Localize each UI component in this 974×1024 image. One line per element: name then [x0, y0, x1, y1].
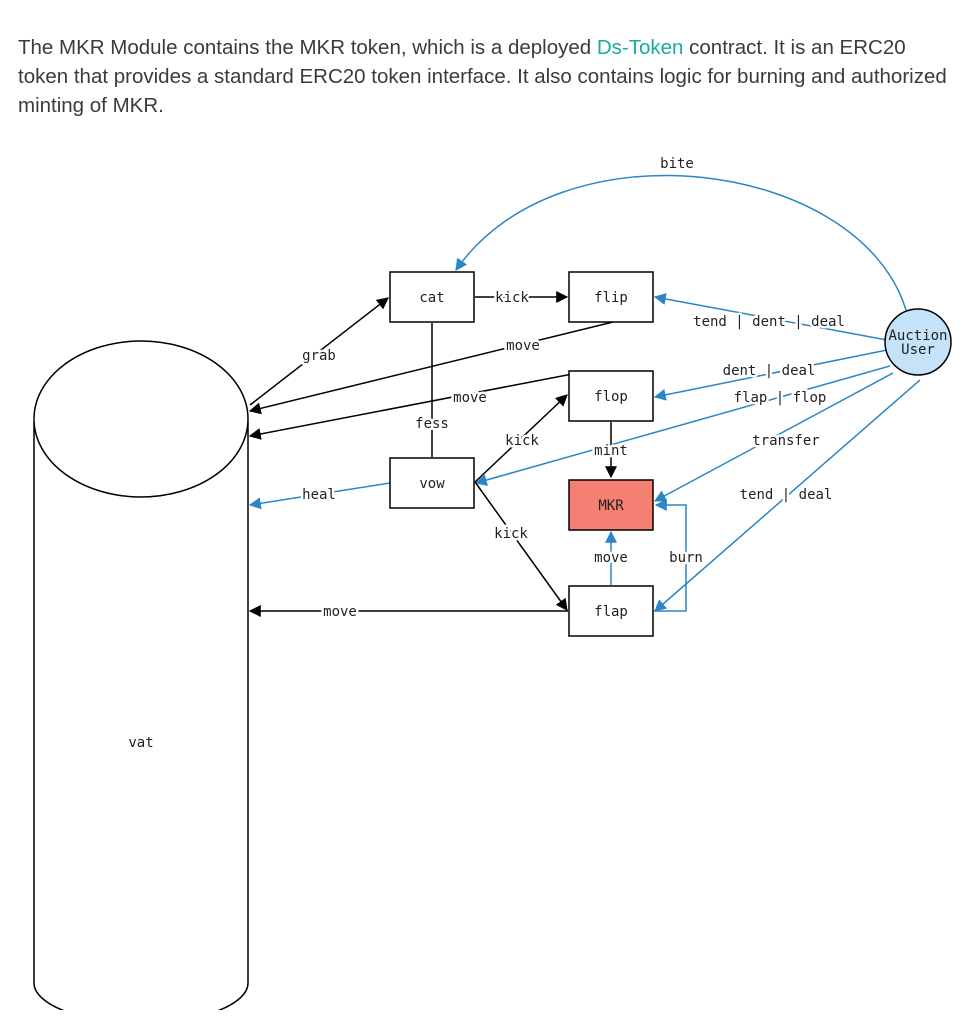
node-cat: cat — [389, 271, 475, 323]
label-mint: mint — [594, 443, 628, 459]
ds-token-link[interactable]: Ds-Token — [596, 35, 684, 59]
node-vow-label: vow — [419, 476, 445, 492]
node-mkr-label: MKR — [598, 498, 624, 514]
node-flop-label: flop — [594, 389, 628, 405]
edge-bite — [455, 174, 907, 311]
intro-text-end: contract. It is an ERC20 token that prov… — [18, 35, 947, 117]
node-flop: flop — [568, 370, 654, 422]
label-kick-vow-flap: kick — [494, 526, 528, 542]
label-tend-dent-deal: tend | dent | deal — [693, 314, 845, 330]
node-vow: vow — [389, 457, 475, 509]
edge-burn — [654, 499, 687, 612]
auction-user-label-line1: Auction — [888, 328, 947, 344]
mkr-module-diagram: vat cat flip flop vow MKR flap Auction U… — [33, 154, 952, 1010]
intro-paragraph: The MKR Module contains the MKR token, w… — [18, 33, 958, 120]
label-burn: burn — [669, 550, 703, 566]
intro-text-start: The MKR Module contains the MKR token, w… — [18, 35, 597, 59]
edge-transfer — [653, 372, 894, 502]
node-mkr: MKR — [568, 479, 654, 531]
label-transfer: transfer — [752, 433, 819, 449]
edge-kick-vow-flap — [474, 481, 568, 611]
edge-kick-vow-flop — [474, 394, 568, 483]
label-kick-cat-flip: kick — [495, 290, 529, 306]
label-bite: bite — [660, 156, 694, 172]
edge-heal — [248, 482, 391, 510]
label-grab: grab — [302, 348, 336, 364]
node-flap-label: flap — [594, 604, 628, 620]
label-move-flip: move — [506, 338, 540, 354]
edge-tend-deal — [654, 379, 921, 612]
node-auction-user: Auction User — [884, 308, 952, 376]
edge-flap-flop — [474, 365, 891, 486]
node-flip-label: flip — [594, 290, 628, 306]
label-move-flap: move — [323, 604, 357, 620]
label-heal: heal — [302, 487, 336, 503]
label-fess: fess — [415, 416, 449, 432]
node-flip: flip — [568, 271, 654, 323]
label-tend-deal: tend | deal — [740, 487, 833, 503]
node-flap: flap — [568, 585, 654, 637]
vat-cylinder — [33, 340, 249, 1010]
label-flap-flop: flap | flop — [734, 390, 827, 406]
node-cat-label: cat — [419, 290, 444, 306]
label-dent-deal: dent | deal — [723, 363, 816, 379]
label-move-mkr: move — [594, 550, 628, 566]
edge-grab — [249, 297, 389, 406]
edge-tend-dent-deal — [653, 293, 888, 341]
vat-label: vat — [128, 735, 153, 751]
auction-user-label-line2: User — [901, 342, 935, 358]
label-move-flop: move — [453, 390, 487, 406]
edge-move-flop — [248, 370, 589, 440]
edge-dent-deal — [653, 349, 888, 401]
label-kick-vow-flop: kick — [505, 433, 539, 449]
